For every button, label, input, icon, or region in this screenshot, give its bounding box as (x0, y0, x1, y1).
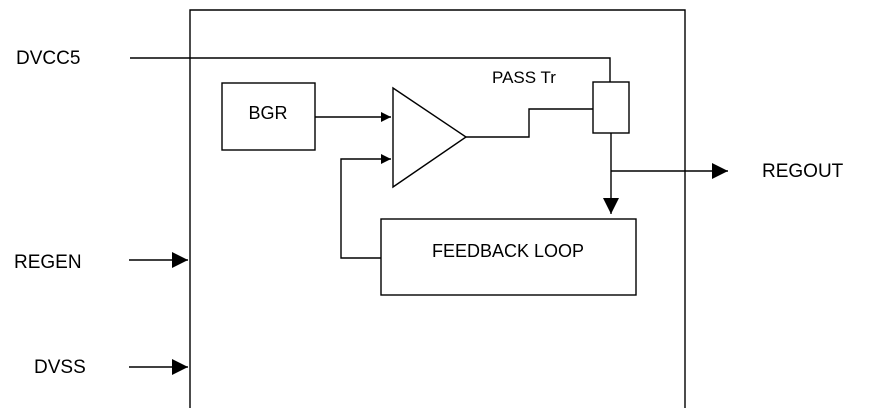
pass-transistor (592, 81, 630, 134)
feedback-loop-label: FEEDBACK LOOP (432, 241, 584, 261)
regout-label: REGOUT (762, 161, 844, 182)
ic-outline (189, 9, 686, 408)
feedback-wire (340, 154, 391, 259)
dvss-label: DVSS (34, 357, 86, 378)
amp-to-pass-wire (466, 108, 593, 138)
dvcc5-wire (130, 57, 611, 82)
regen-label: REGEN (14, 252, 82, 273)
bgr-block (221, 82, 316, 151)
bgr-label: BGR (248, 103, 287, 123)
pass-tr-label: PASS Tr (492, 68, 556, 87)
dvcc5-label: DVCC5 (16, 48, 80, 69)
error-amplifier (392, 86, 468, 189)
feedback-loop-block (380, 218, 637, 296)
